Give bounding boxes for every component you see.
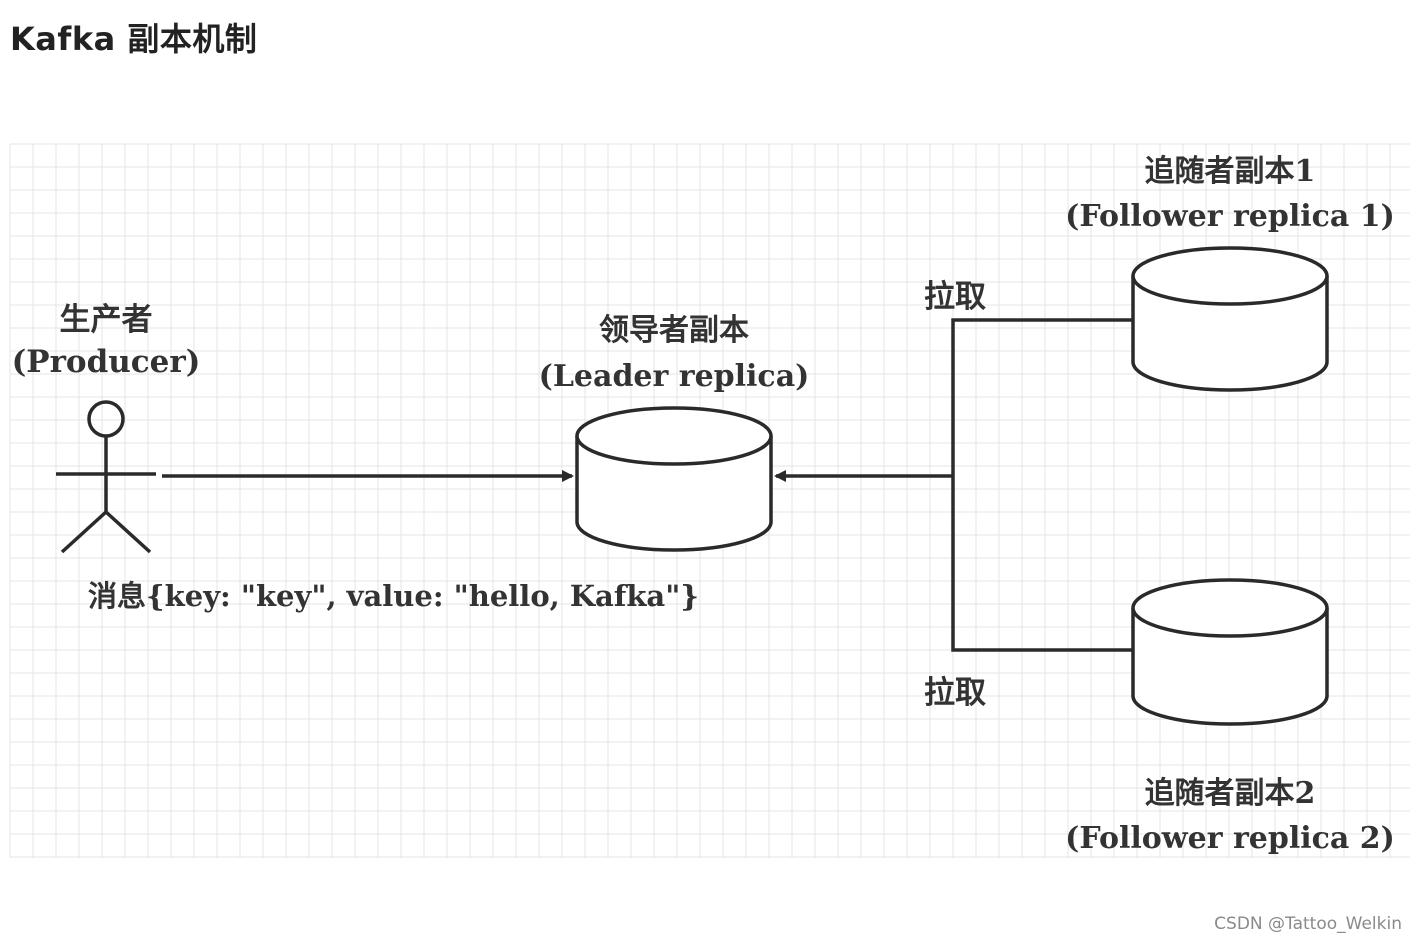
follower-replica-2-cylinder-icon bbox=[1131, 578, 1329, 726]
watermark: CSDN @Tattoo_Welkin bbox=[1214, 914, 1402, 934]
background-grid bbox=[9, 143, 1410, 858]
pull-label-top: 拉取 bbox=[924, 279, 986, 315]
follower2-label-cn: 追随者副本2 bbox=[1145, 776, 1316, 811]
message-label: 消息{key: "key", value: "hello, Kafka"} bbox=[88, 579, 699, 613]
pull-label-bottom: 拉取 bbox=[924, 675, 986, 711]
follower-replica-1-cylinder-icon bbox=[1131, 246, 1329, 392]
producer-label-en: (Producer) bbox=[12, 344, 201, 380]
page-title: Kafka 副本机制 bbox=[10, 20, 258, 58]
producer-label-cn: 生产者 bbox=[60, 302, 153, 338]
follower1-label-cn: 追随者副本1 bbox=[1145, 154, 1316, 189]
leader-label-cn: 领导者副本 bbox=[599, 313, 749, 348]
leader-replica-cylinder-icon bbox=[575, 406, 773, 552]
leader-label-en: (Leader replica) bbox=[539, 359, 810, 394]
follower2-label-en: (Follower replica 2) bbox=[1065, 821, 1395, 856]
pull-connector bbox=[774, 318, 1133, 652]
follower1-label-en: (Follower replica 1) bbox=[1065, 199, 1395, 234]
producer-stick-figure-icon bbox=[56, 400, 156, 554]
